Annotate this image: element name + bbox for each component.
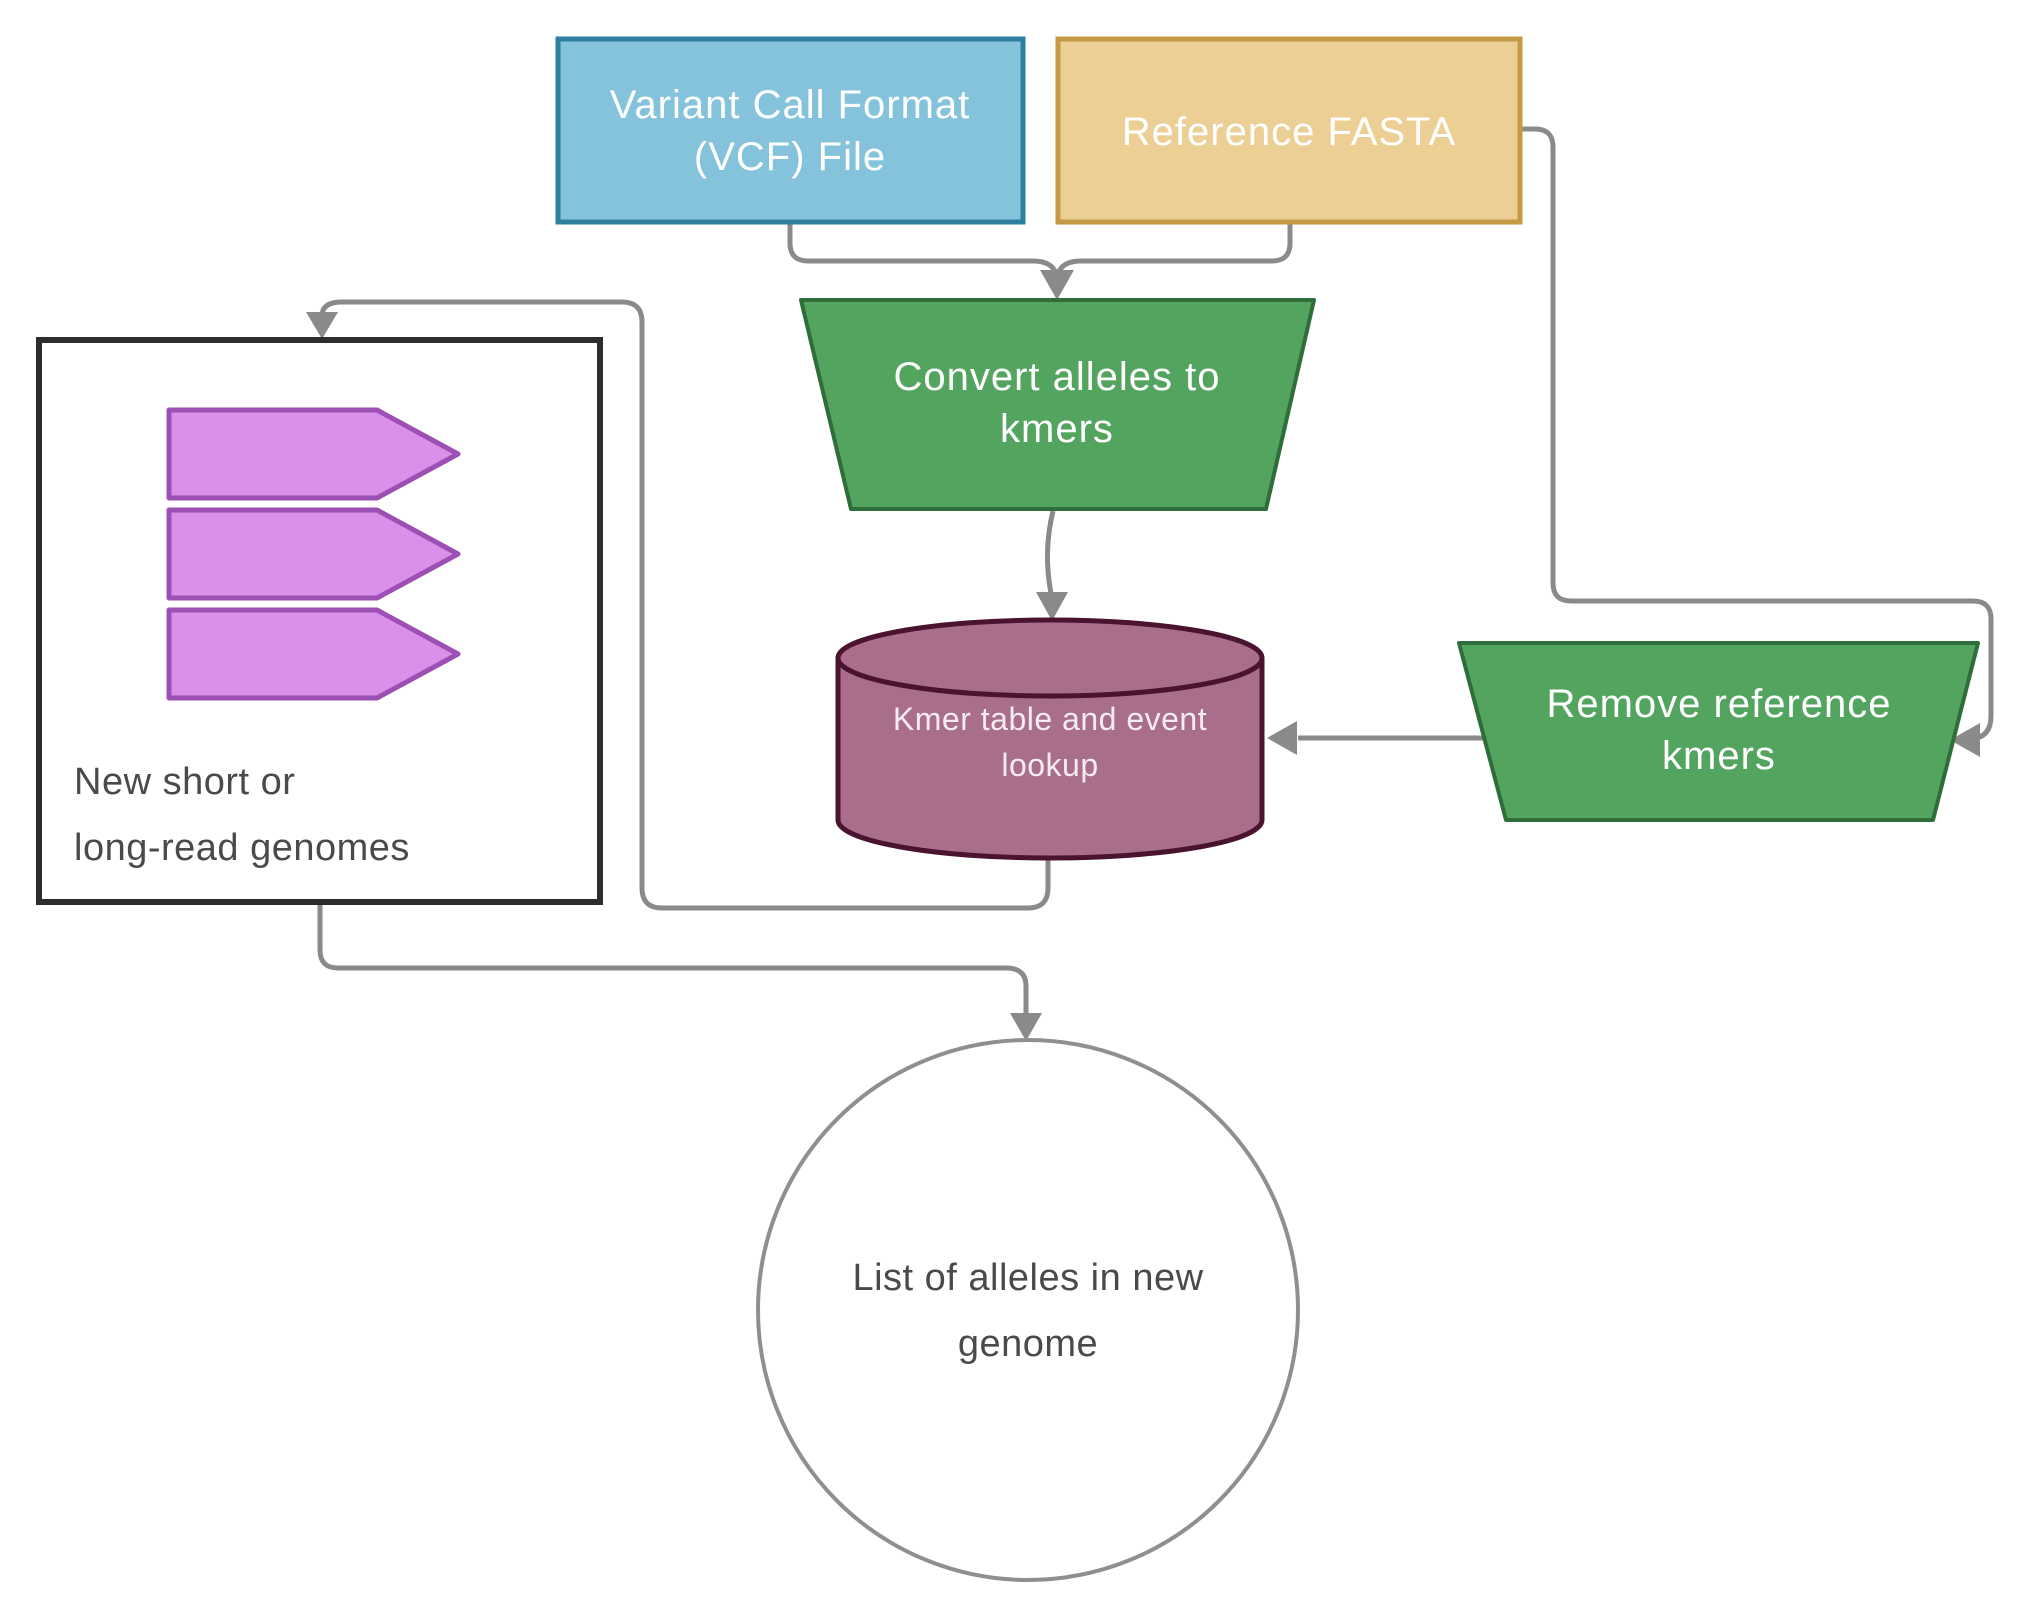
- node-reference-fasta: Reference FASTA: [1055, 36, 1523, 225]
- alleles-circle-shape: [756, 1038, 1300, 1582]
- arrowhead-into-genomes: [306, 312, 338, 339]
- arrowhead-into-kmer-table: [1036, 592, 1068, 621]
- node-vcf-file: Variant Call Format (VCF) File: [555, 36, 1026, 225]
- vcf-box-shape: [555, 36, 1026, 225]
- remove-trapezoid-shape: [1457, 641, 1980, 822]
- kmer-cylinder-body: [835, 658, 1265, 861]
- arrowhead-into-kmer-table-right: [1267, 721, 1297, 755]
- kmer-label-line1: Kmer table and event: [893, 701, 1207, 737]
- node-kmer-table: Kmer table and event lookup: [835, 617, 1265, 861]
- remove-label-line2: kmers: [1662, 734, 1776, 778]
- edge-convert-to-kmer-table: [1045, 510, 1056, 595]
- arrowhead-into-remove: [1950, 723, 1980, 757]
- read-arrow-icon: [166, 407, 461, 501]
- fasta-label: Reference FASTA: [1122, 110, 1456, 154]
- arrowhead-into-convert: [1040, 270, 1074, 300]
- edge-group: [306, 126, 1994, 1041]
- convert-trapezoid-shape: [799, 298, 1316, 511]
- read-arrow-icon: [166, 507, 461, 601]
- node-convert-alleles: Convert alleles to kmers: [799, 298, 1316, 511]
- edge-vcf-to-convert: [787, 224, 1059, 275]
- kmer-cylinder-top: [835, 617, 1265, 699]
- edge-fasta-to-remove: [1521, 126, 1994, 742]
- read-arrow-icon: [166, 607, 461, 701]
- remove-label-line1: Remove reference: [1546, 682, 1891, 726]
- node-new-genomes: New short or long-read genomes: [36, 337, 603, 905]
- convert-label-line1: Convert alleles to: [893, 355, 1220, 399]
- convert-label-line2: kmers: [1000, 407, 1114, 451]
- edge-genomes-to-alleles: [317, 904, 1029, 1014]
- kmer-label-line2: lookup: [1001, 747, 1098, 783]
- edge-fasta-to-convert: [1055, 224, 1293, 275]
- genomes-label-line2: long-read genomes: [74, 827, 410, 869]
- edge-kmer-table-to-genomes: [319, 299, 1051, 911]
- genomes-label-line1: New short or: [74, 761, 295, 803]
- vcf-label-line2: (VCF) File: [694, 135, 886, 179]
- alleles-label-line2: genome: [958, 1323, 1098, 1365]
- node-allele-list: List of alleles in new genome: [756, 1038, 1300, 1582]
- arrowhead-into-alleles: [1010, 1013, 1042, 1041]
- vcf-label-line1: Variant Call Format: [610, 83, 971, 127]
- node-remove-reference-kmers: Remove reference kmers: [1457, 641, 1980, 822]
- alleles-label-line1: List of alleles in new: [852, 1257, 1203, 1299]
- fasta-box-shape: [1055, 36, 1523, 225]
